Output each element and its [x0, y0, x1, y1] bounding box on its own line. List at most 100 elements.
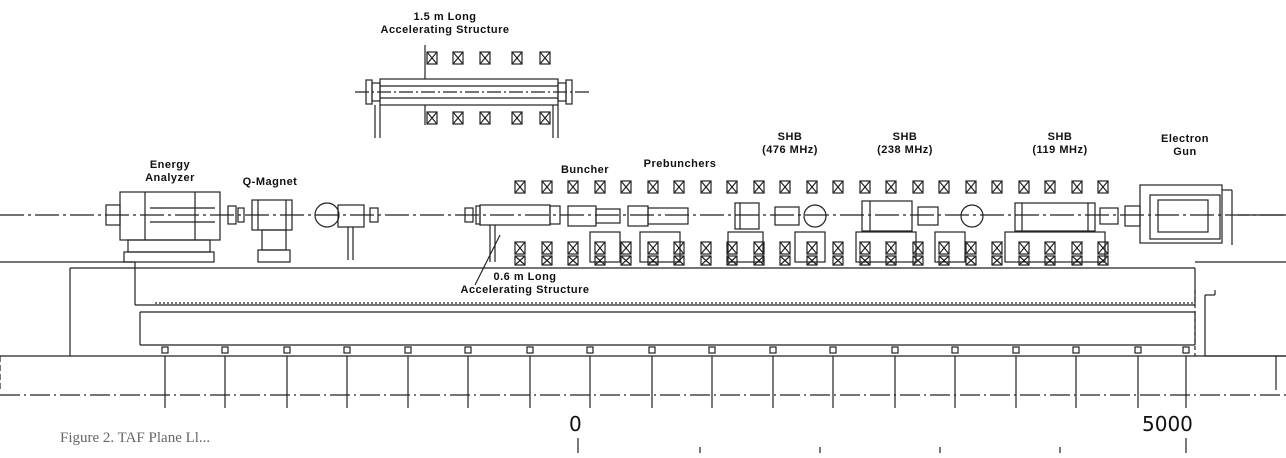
upper-coil — [938, 180, 950, 194]
anchor-bolt — [526, 346, 534, 408]
lower-coil — [753, 241, 765, 255]
label-energy-analyzer-line2: Analyzer — [145, 172, 195, 184]
label-shb-238: SHB (238 MHz) — [860, 131, 950, 157]
label-prebunchers: Prebunchers — [643, 158, 717, 170]
upper-coil — [673, 180, 685, 194]
lower-coil — [779, 241, 791, 255]
upper-coil — [859, 180, 871, 194]
lower-coil — [567, 241, 579, 255]
anchor-bolt — [951, 346, 959, 408]
lower-coil — [514, 241, 526, 255]
anchor-bolt — [769, 346, 777, 408]
anchor-bolt — [1134, 346, 1142, 408]
label-shb-238-line2: (238 MHz) — [877, 144, 933, 156]
lower-coil — [1071, 241, 1083, 255]
lower-coil — [700, 241, 712, 255]
lower-coil — [726, 255, 738, 266]
anchor-bolt — [464, 346, 472, 408]
lower-coil — [991, 241, 1003, 255]
lower-coil — [673, 241, 685, 255]
figure-caption: Figure 2. TAF Plane Ll... — [60, 430, 211, 446]
lower-coil — [673, 255, 685, 266]
upper-coil — [753, 180, 765, 194]
label-shb-119-line2: (119 MHz) — [1032, 144, 1088, 156]
lower-coil — [806, 241, 818, 255]
anchor-bolt — [829, 346, 837, 408]
upper-coil — [514, 180, 526, 194]
upper-coil — [1044, 180, 1056, 194]
lower-coil — [912, 255, 924, 266]
anchor-bolt — [586, 346, 594, 408]
anchor-bolt — [1072, 346, 1080, 408]
label-electron-gun: Electron Gun — [1145, 133, 1225, 159]
label-accel-long-line2: Accelerating Structure — [380, 24, 510, 36]
upper-focusing-coils — [514, 180, 1109, 194]
inset-coil-upper — [479, 51, 491, 65]
lower-coil — [620, 255, 632, 266]
lower-coil — [1097, 255, 1109, 266]
lower-coil — [965, 255, 977, 266]
inset-coil-lower — [539, 111, 551, 125]
inset-focusing-coils — [426, 51, 551, 125]
label-accel-short-line1: 0.6 m Long — [493, 271, 557, 283]
inset-coil-lower — [511, 111, 523, 125]
lower-coil — [1018, 255, 1030, 266]
upper-coil — [1018, 180, 1030, 194]
inset-coil-upper — [539, 51, 551, 65]
lower-coil — [700, 255, 712, 266]
upper-coil — [700, 180, 712, 194]
lower-coil — [1044, 255, 1056, 266]
lower-coil — [779, 255, 791, 266]
anchor-bolt — [891, 346, 899, 408]
energy-analyzer-component — [105, 191, 221, 263]
label-accel-long-line1: 1.5 m Long — [413, 11, 477, 23]
anchor-bolt — [283, 346, 291, 408]
upper-coil — [806, 180, 818, 194]
shb-119-component — [1004, 202, 1119, 263]
lower-coil — [514, 255, 526, 266]
shb-476-component — [727, 202, 827, 263]
floor-anchors — [161, 346, 1190, 408]
lower-coil — [965, 241, 977, 255]
lower-coil — [1018, 241, 1030, 255]
label-accel-short-line2: Accelerating Structure — [460, 284, 590, 296]
lower-coil — [806, 255, 818, 266]
inset-coil-upper — [426, 51, 438, 65]
electron-gun-component — [1124, 184, 1233, 245]
lower-coil — [594, 241, 606, 255]
label-shb-476: SHB (476 MHz) — [745, 131, 835, 157]
label-accel-long: 1.5 m Long Accelerating Structure — [370, 11, 520, 37]
label-buncher: Buncher — [560, 164, 610, 176]
lower-coil — [991, 255, 1003, 266]
label-shb-119-line1: SHB — [1047, 131, 1073, 143]
inset-coil-lower — [479, 111, 491, 125]
label-electron-gun-line2: Gun — [1173, 146, 1197, 158]
lower-coil — [620, 241, 632, 255]
upper-coil — [594, 180, 606, 194]
upper-coil — [1097, 180, 1109, 194]
upper-coil — [567, 180, 579, 194]
label-accel-short: 0.6 m Long Accelerating Structure — [440, 271, 610, 297]
vacuum-chambers — [314, 202, 474, 260]
lower-coil — [832, 255, 844, 266]
scale-bar — [577, 438, 1187, 453]
anchor-bolt — [648, 346, 656, 408]
upper-coil — [885, 180, 897, 194]
anchor-bolt — [708, 346, 716, 408]
label-shb-476-line2: (476 MHz) — [762, 144, 818, 156]
label-energy-analyzer: Energy Analyzer — [125, 159, 215, 185]
inset-accelerating-structure — [355, 45, 590, 138]
floor-structure — [0, 261, 1286, 396]
upper-coil — [912, 180, 924, 194]
lower-coil — [594, 255, 606, 266]
inset-coil-upper — [452, 51, 464, 65]
label-q-magnet: Q-Magnet — [242, 176, 298, 188]
label-shb-238-line1: SHB — [892, 131, 918, 143]
upper-coil — [832, 180, 844, 194]
upper-coil — [726, 180, 738, 194]
lower-coil — [541, 241, 553, 255]
anchor-bolt — [343, 346, 351, 408]
label-shb-476-line1: SHB — [777, 131, 803, 143]
